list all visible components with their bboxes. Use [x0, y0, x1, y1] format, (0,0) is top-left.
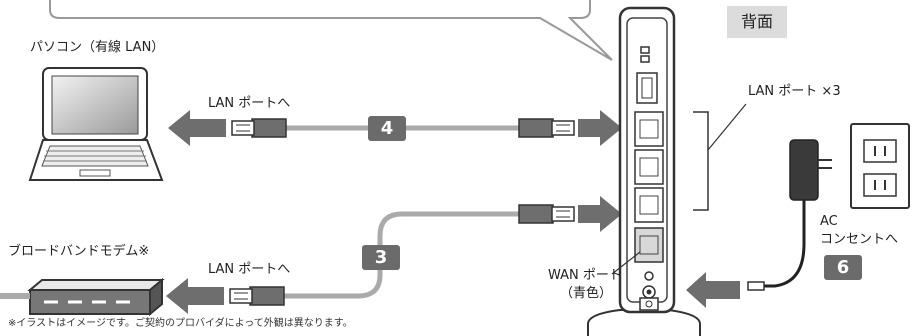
lan-to-modem-label: LAN ポートへ — [208, 262, 291, 277]
arrow-to-lan-port-icon — [578, 110, 622, 146]
pc-label: パソコン（有線 LAN） — [30, 40, 165, 55]
lan-ports-icon — [634, 111, 664, 223]
modem-icon — [0, 277, 165, 317]
wan-port-icon — [634, 227, 664, 263]
arrow-to-pc-icon — [168, 110, 226, 146]
step-badge-wan: 3 — [362, 245, 400, 270]
lan-ports-bracket — [693, 103, 747, 211]
ac-adapter-icon — [747, 139, 832, 291]
router-rear-icon — [587, 6, 701, 336]
arrow-to-modem-icon — [166, 278, 224, 314]
lan-to-pc-label: LAN ポートへ — [208, 96, 291, 111]
modem-label: ブロードバンドモデム※ — [8, 244, 150, 259]
arrow-to-power-port-icon — [686, 272, 740, 308]
laptop-icon — [28, 67, 164, 181]
ac-label: AC — [820, 214, 838, 229]
callout-bubble — [49, 0, 613, 61]
step-badge-power: 6 — [824, 255, 862, 280]
wan-port-color-label: （青色） — [560, 286, 613, 301]
outlet-label: コンセントへ — [820, 232, 899, 247]
disclaimer-note: ※イラストはイメージです。ご契約のプロバイダによって外観は異なります。 — [8, 318, 353, 329]
wan-cable-modem — [229, 204, 575, 306]
wan-port-leader-line — [611, 251, 641, 275]
lan-ports-label: LAN ポート ×3 — [748, 84, 841, 99]
rear-view-label: 背面 — [727, 6, 787, 38]
wan-port-label: WAN ポート — [548, 268, 622, 283]
arrow-to-wan-port-icon — [578, 196, 622, 232]
step-badge-lan: 4 — [368, 116, 406, 141]
power-port-icon — [639, 297, 659, 311]
wall-outlet-icon — [850, 123, 910, 209]
